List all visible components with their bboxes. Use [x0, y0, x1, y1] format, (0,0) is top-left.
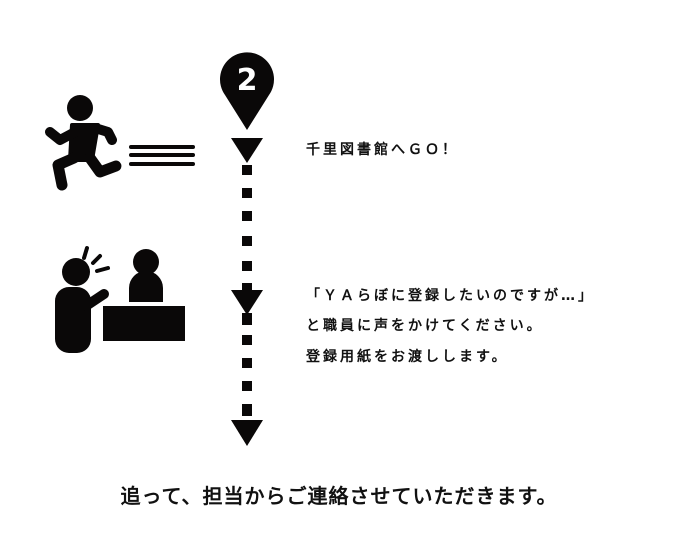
step2-line-2: と職員に声をかけてください。 [306, 318, 544, 334]
step-number: 2 [237, 63, 258, 98]
running-person-icon [45, 95, 122, 191]
map-pin-icon: 2 [219, 52, 274, 130]
final-text: 追って、担当からご連絡させていただきます。 [120, 484, 558, 508]
dashed-line [242, 165, 252, 416]
counter-conversation-icon [55, 246, 185, 353]
step1-text: 千里図書館へＧＯ！ [306, 142, 459, 158]
arrow-down-icon [231, 290, 263, 315]
step2-line-1: 「ＹＡらぼに登録したいのですが…」 [306, 288, 595, 304]
speed-lines [129, 145, 195, 166]
step2-line-3: 登録用紙をお渡しします。 [306, 349, 509, 365]
arrow-down-icon [231, 138, 263, 163]
arrow-down-icon [231, 420, 263, 446]
